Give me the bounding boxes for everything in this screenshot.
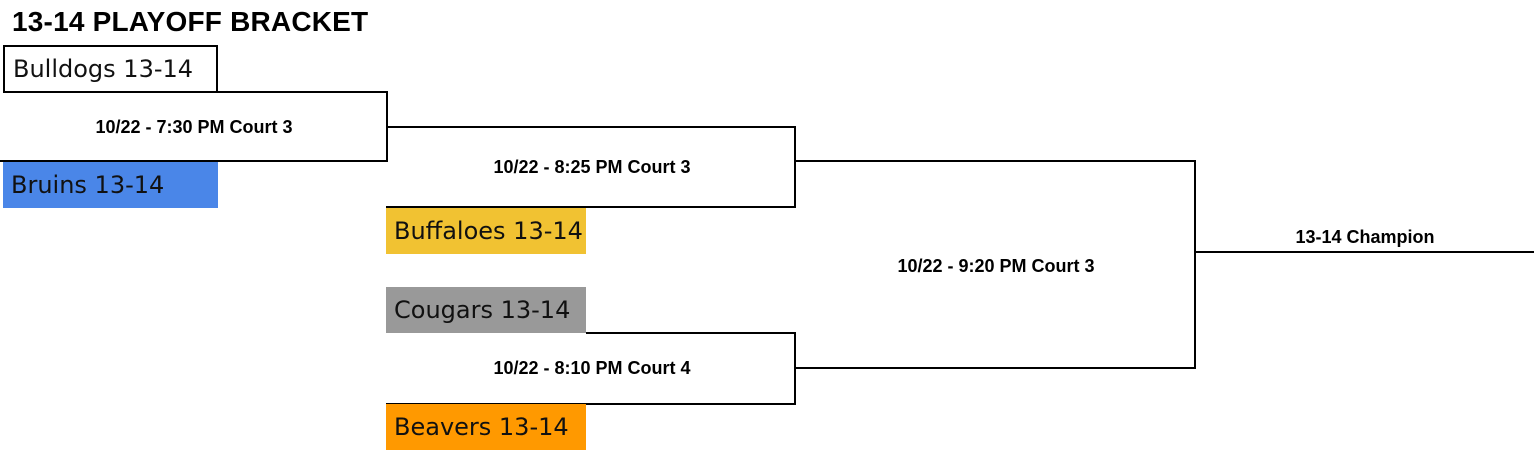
game-3-label: 10/22 - 8:10 PM Court 4 (493, 358, 691, 378)
bracket-line (386, 91, 388, 162)
page-title: 13-14 PLAYOFF BRACKET (12, 6, 369, 37)
bracket-line (1196, 251, 1534, 253)
bracket-line (1194, 160, 1196, 369)
champion-label: 13-14 Champion (1295, 227, 1435, 247)
game-2-label: 10/22 - 8:25 PM Court 3 (493, 157, 691, 177)
bracket-line (386, 403, 796, 405)
team-cougars: Cougars 13-14 (386, 287, 586, 333)
bracket-line (388, 126, 796, 128)
bracket-line (586, 332, 796, 334)
bracket-line (796, 160, 1196, 162)
team-bulldogs: Bulldogs 13-14 (3, 45, 218, 93)
bracket-line (386, 206, 796, 208)
bracket-line (794, 332, 796, 405)
team-bruins: Bruins 13-14 (3, 162, 218, 208)
bracket-line (796, 367, 1196, 369)
bracket-line (218, 91, 388, 93)
team-beavers: Beavers 13-14 (386, 404, 586, 450)
team-buffaloes: Buffaloes 13-14 (386, 208, 586, 254)
bracket-line (794, 126, 796, 208)
game-1-label: 10/22 - 7:30 PM Court 3 (95, 117, 293, 137)
final-game-label: 10/22 - 9:20 PM Court 3 (897, 256, 1095, 276)
bracket-line (0, 160, 388, 162)
